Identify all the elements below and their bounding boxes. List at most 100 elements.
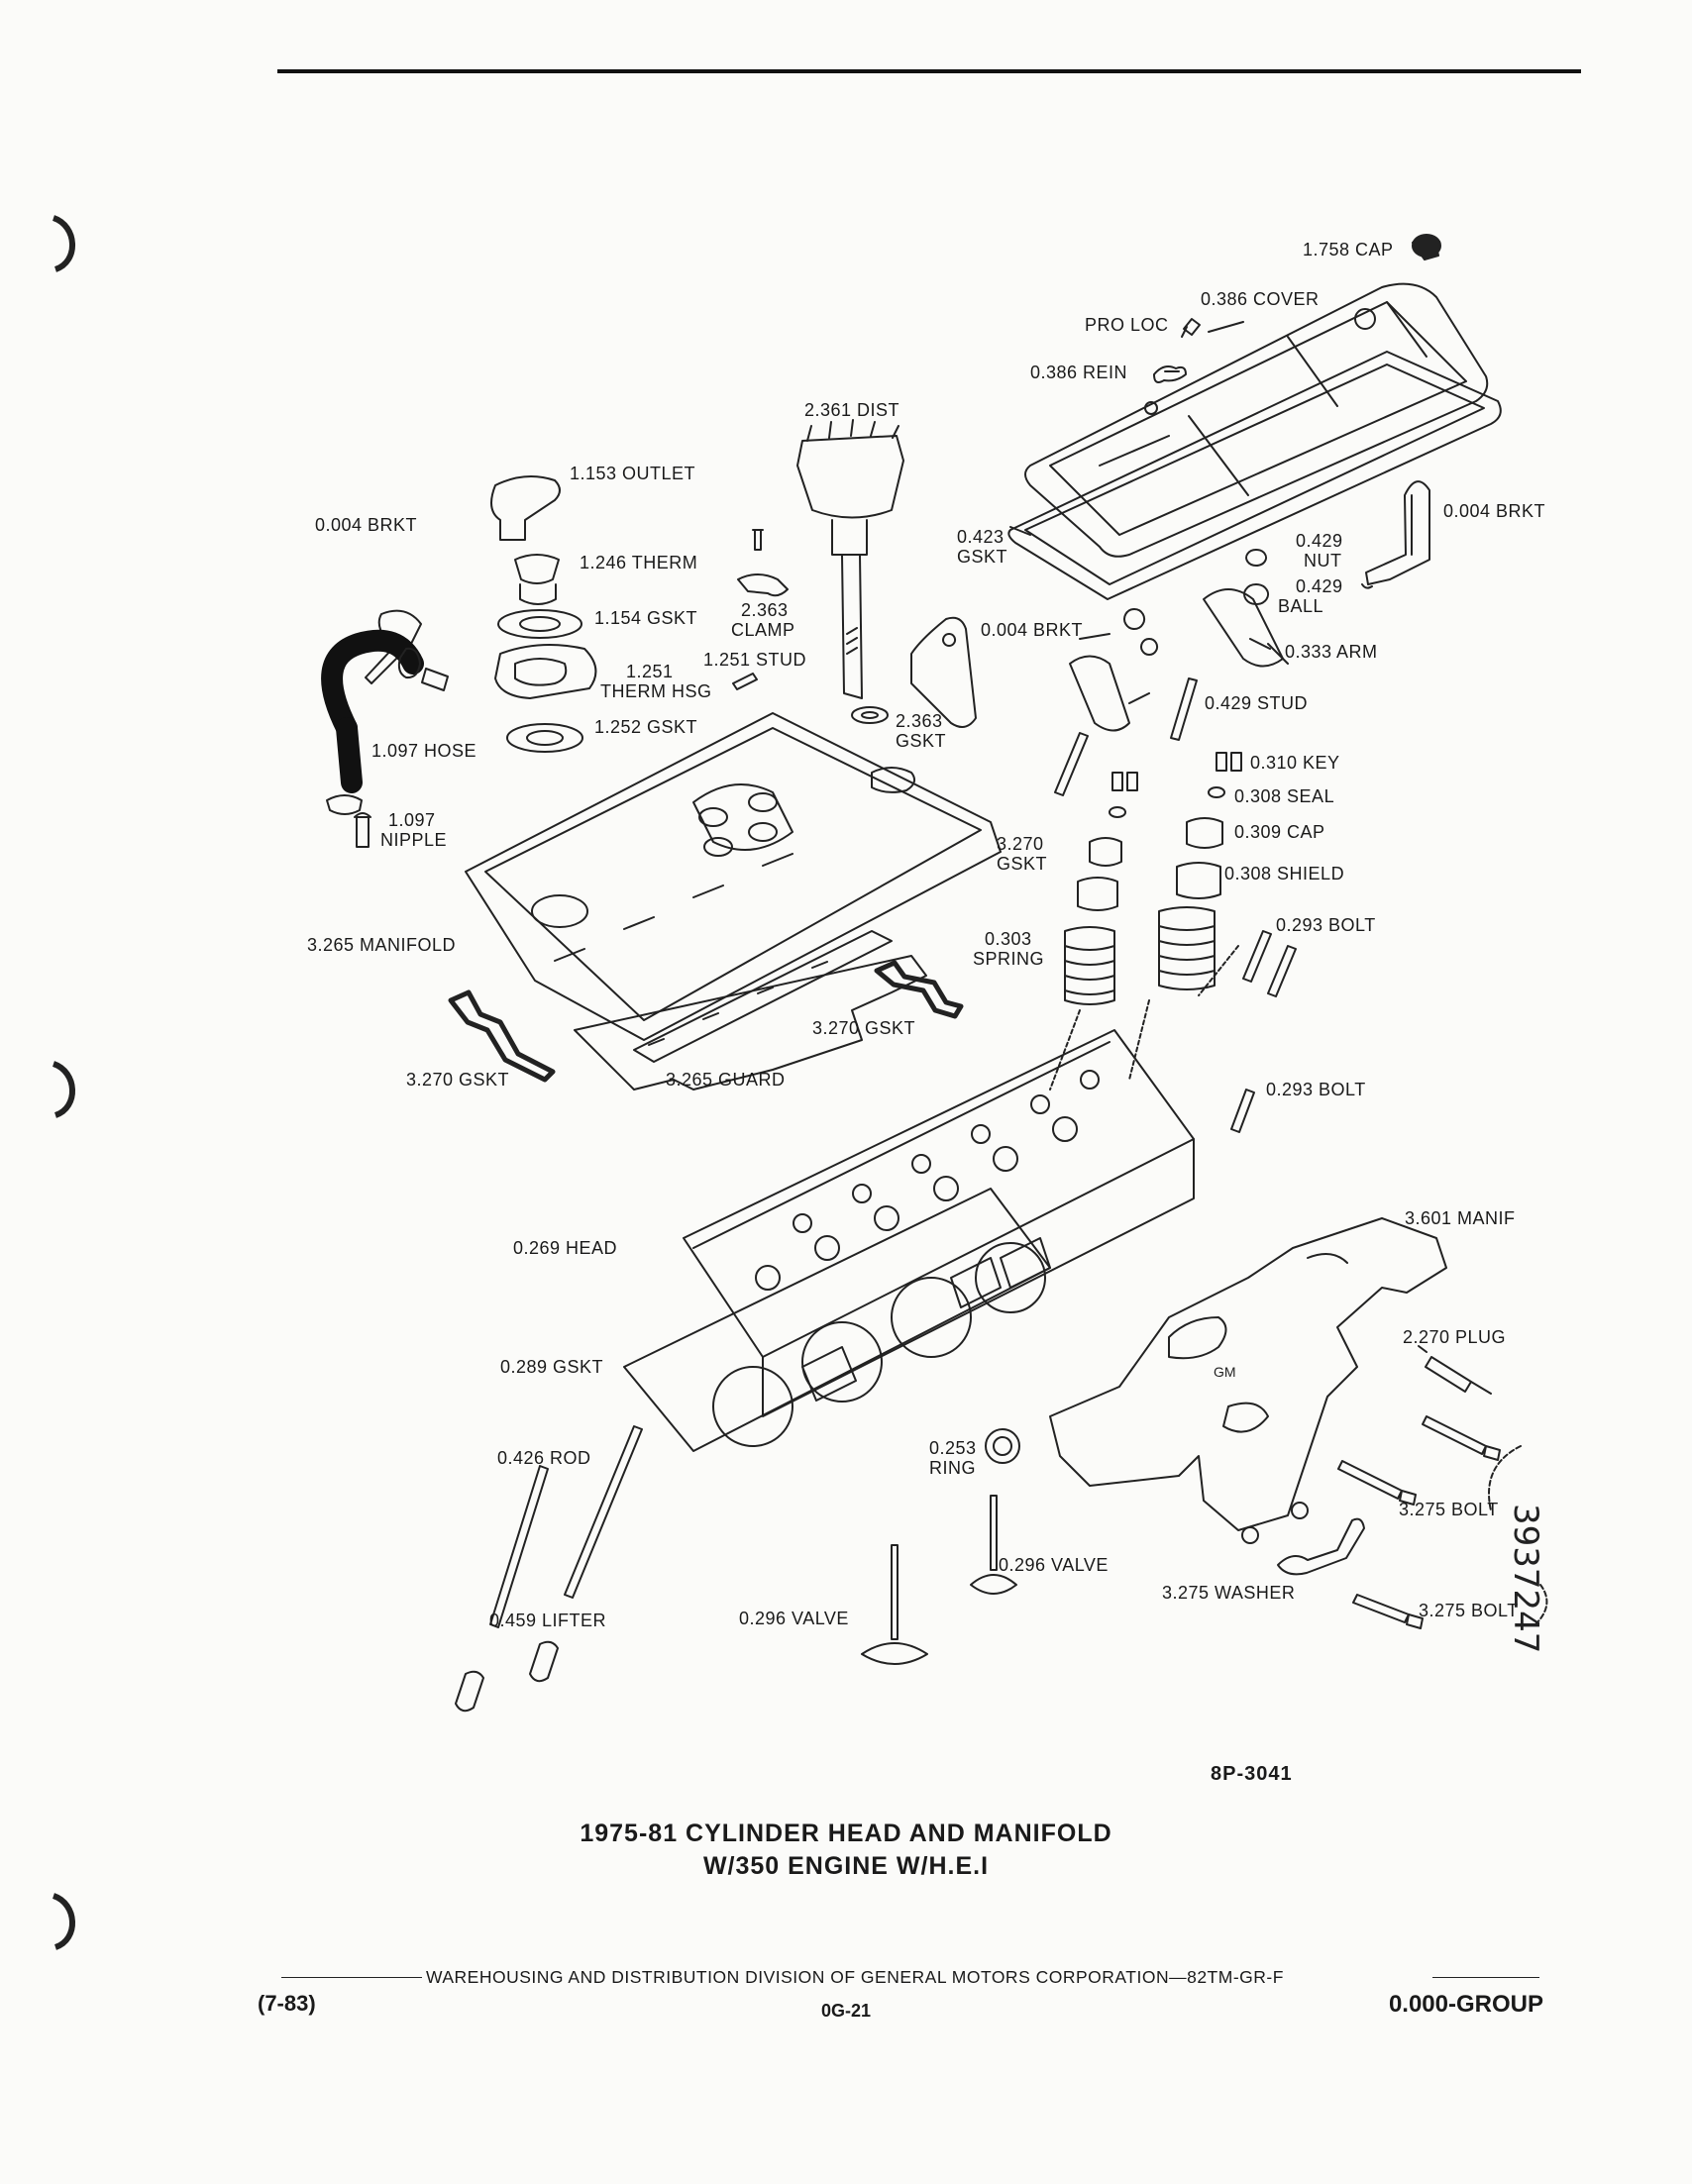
label-gskt-1154: 1.154 GSKT bbox=[594, 608, 698, 628]
thermostat-outlet bbox=[490, 475, 561, 541]
label-dist-2361: 2.361 DIST bbox=[804, 400, 900, 420]
valve-seal-left bbox=[1109, 806, 1126, 818]
gm-logo-text: GM bbox=[1214, 1364, 1236, 1380]
valve-cover bbox=[1024, 282, 1489, 558]
rocker-ball bbox=[1243, 549, 1270, 605]
footer-group: 0.000-GROUP bbox=[1388, 1991, 1543, 2018]
label-outlet-1153: 1.153 OUTLET bbox=[570, 464, 696, 483]
footer-division-text: WAREHOUSING AND DISTRIBUTION DIVISION OF… bbox=[426, 1967, 1284, 1987]
rein-part bbox=[1153, 365, 1187, 383]
label-therm-1246: 1.246 THERM bbox=[580, 553, 698, 572]
label-brkt-0004-mid: 0.004 BRKT bbox=[981, 620, 1084, 640]
spark-plug bbox=[1418, 1345, 1492, 1395]
label-brkt-0004-left: 0.004 BRKT bbox=[315, 515, 418, 535]
label-washer-3275: 3.275 WASHER bbox=[1162, 1583, 1296, 1603]
label-stud-1251: 1.251 STUD bbox=[703, 650, 807, 670]
label-pro-loc: PRO LOC bbox=[1085, 315, 1169, 335]
bracket-mid bbox=[910, 616, 977, 728]
label-lifter-0459: 0.459 LIFTER bbox=[489, 1611, 607, 1630]
label-bolt-0293-mid: 0.293 BOLT bbox=[1266, 1080, 1366, 1099]
hose-clamp bbox=[397, 647, 421, 679]
label-cap-1758: 1.758 CAP bbox=[1303, 240, 1394, 260]
binder-hole-bottom bbox=[52, 1893, 75, 1950]
rocker-bolts bbox=[1242, 930, 1297, 997]
label-guard-3265: 3.265 GUARD bbox=[666, 1070, 786, 1090]
valve-seal-right bbox=[1208, 786, 1225, 798]
footer-date: (7-83) bbox=[258, 1991, 316, 2016]
exhaust-bolt-low bbox=[1352, 1594, 1424, 1629]
manifold-gasket-strip bbox=[633, 930, 893, 1063]
label-rod-0426: 0.426 ROD bbox=[497, 1448, 591, 1468]
thermostat-housing bbox=[494, 644, 597, 699]
hose-connector bbox=[421, 668, 449, 691]
label-bolt-0293-top: 0.293 BOLT bbox=[1276, 915, 1376, 935]
nipple-clamp bbox=[326, 794, 363, 815]
label-key-0310: 0.310 KEY bbox=[1250, 753, 1340, 773]
label-stud-0429: 0.429 STUD bbox=[1205, 693, 1309, 713]
label-gskt-0289: 0.289 GSKT bbox=[500, 1357, 604, 1377]
label-valve-0296-right: 0.296 VALVE bbox=[999, 1555, 1109, 1575]
rocker-arm-right bbox=[1203, 588, 1284, 668]
housing-stud bbox=[732, 673, 758, 690]
heater-hose bbox=[321, 629, 424, 739]
heat-shield-bracket bbox=[1277, 1517, 1365, 1576]
label-gskt-3270-right: 3.270 GSKT bbox=[812, 1018, 916, 1038]
bracket-left bbox=[365, 609, 422, 684]
label-seal-0308: 0.308 SEAL bbox=[1234, 786, 1335, 806]
label-valve-0296-left: 0.296 VALVE bbox=[739, 1609, 849, 1628]
footer-rule-left bbox=[281, 1977, 422, 1978]
valve-exhaust bbox=[970, 1495, 1017, 1595]
valve-spring-left bbox=[1064, 926, 1115, 1005]
valve-cover-gasket bbox=[1007, 351, 1502, 600]
footer-page-number: 0G-21 bbox=[820, 2001, 872, 2021]
housing-gasket bbox=[506, 723, 583, 753]
label-cap-0309: 0.309 CAP bbox=[1234, 822, 1325, 842]
exhaust-bolt-mid bbox=[1337, 1460, 1417, 1506]
valley-guard bbox=[574, 955, 927, 1091]
end-seal-right bbox=[874, 960, 964, 1019]
pushrod-a bbox=[489, 1465, 549, 1628]
pushrod-b bbox=[564, 1425, 643, 1599]
binder-hole-middle bbox=[52, 1061, 75, 1118]
valve-key-right bbox=[1216, 752, 1242, 772]
binder-hole-top bbox=[52, 215, 75, 272]
handwritten-part-number: 3937247 bbox=[1506, 1504, 1545, 1654]
rocker-nut bbox=[1123, 608, 1158, 656]
nipple bbox=[354, 812, 371, 848]
bracket-right bbox=[1361, 480, 1430, 589]
valve-key-left bbox=[1111, 772, 1138, 791]
label-rein-0386: 0.386 REIN bbox=[1030, 363, 1128, 382]
exhaust-bolt-top bbox=[1422, 1415, 1501, 1461]
label-head-0269: 0.269 HEAD bbox=[513, 1238, 618, 1258]
cylinder-head bbox=[683, 1029, 1195, 1417]
dist-clamp bbox=[737, 573, 789, 597]
intake-manifold bbox=[465, 712, 1002, 1041]
label-bolt-3275-bottom: 3.275 BOLT bbox=[1419, 1601, 1519, 1620]
thermostat bbox=[514, 554, 560, 605]
rocker-arm-left bbox=[1069, 655, 1130, 732]
label-gskt-1252: 1.252 GSKT bbox=[594, 717, 698, 737]
page-title-line2: W/350 ENGINE W/H.E.I bbox=[702, 1852, 990, 1880]
page-title-line1: 1975-81 CYLINDER HEAD AND MANIFOLD bbox=[580, 1820, 1112, 1847]
valve-spring-right bbox=[1158, 906, 1216, 990]
exhaust-manifold bbox=[1049, 1217, 1447, 1531]
label-hose-1097: 1.097 HOSE bbox=[371, 741, 477, 761]
end-seal-left bbox=[448, 989, 556, 1083]
head-bolt bbox=[1230, 1089, 1255, 1133]
oil-cap bbox=[1412, 234, 1441, 260]
footer-rule-right bbox=[1432, 1977, 1539, 1978]
valve-intake bbox=[861, 1544, 928, 1665]
label-manif-3601: 3.601 MANIF bbox=[1405, 1208, 1516, 1228]
lifters bbox=[455, 1640, 559, 1713]
